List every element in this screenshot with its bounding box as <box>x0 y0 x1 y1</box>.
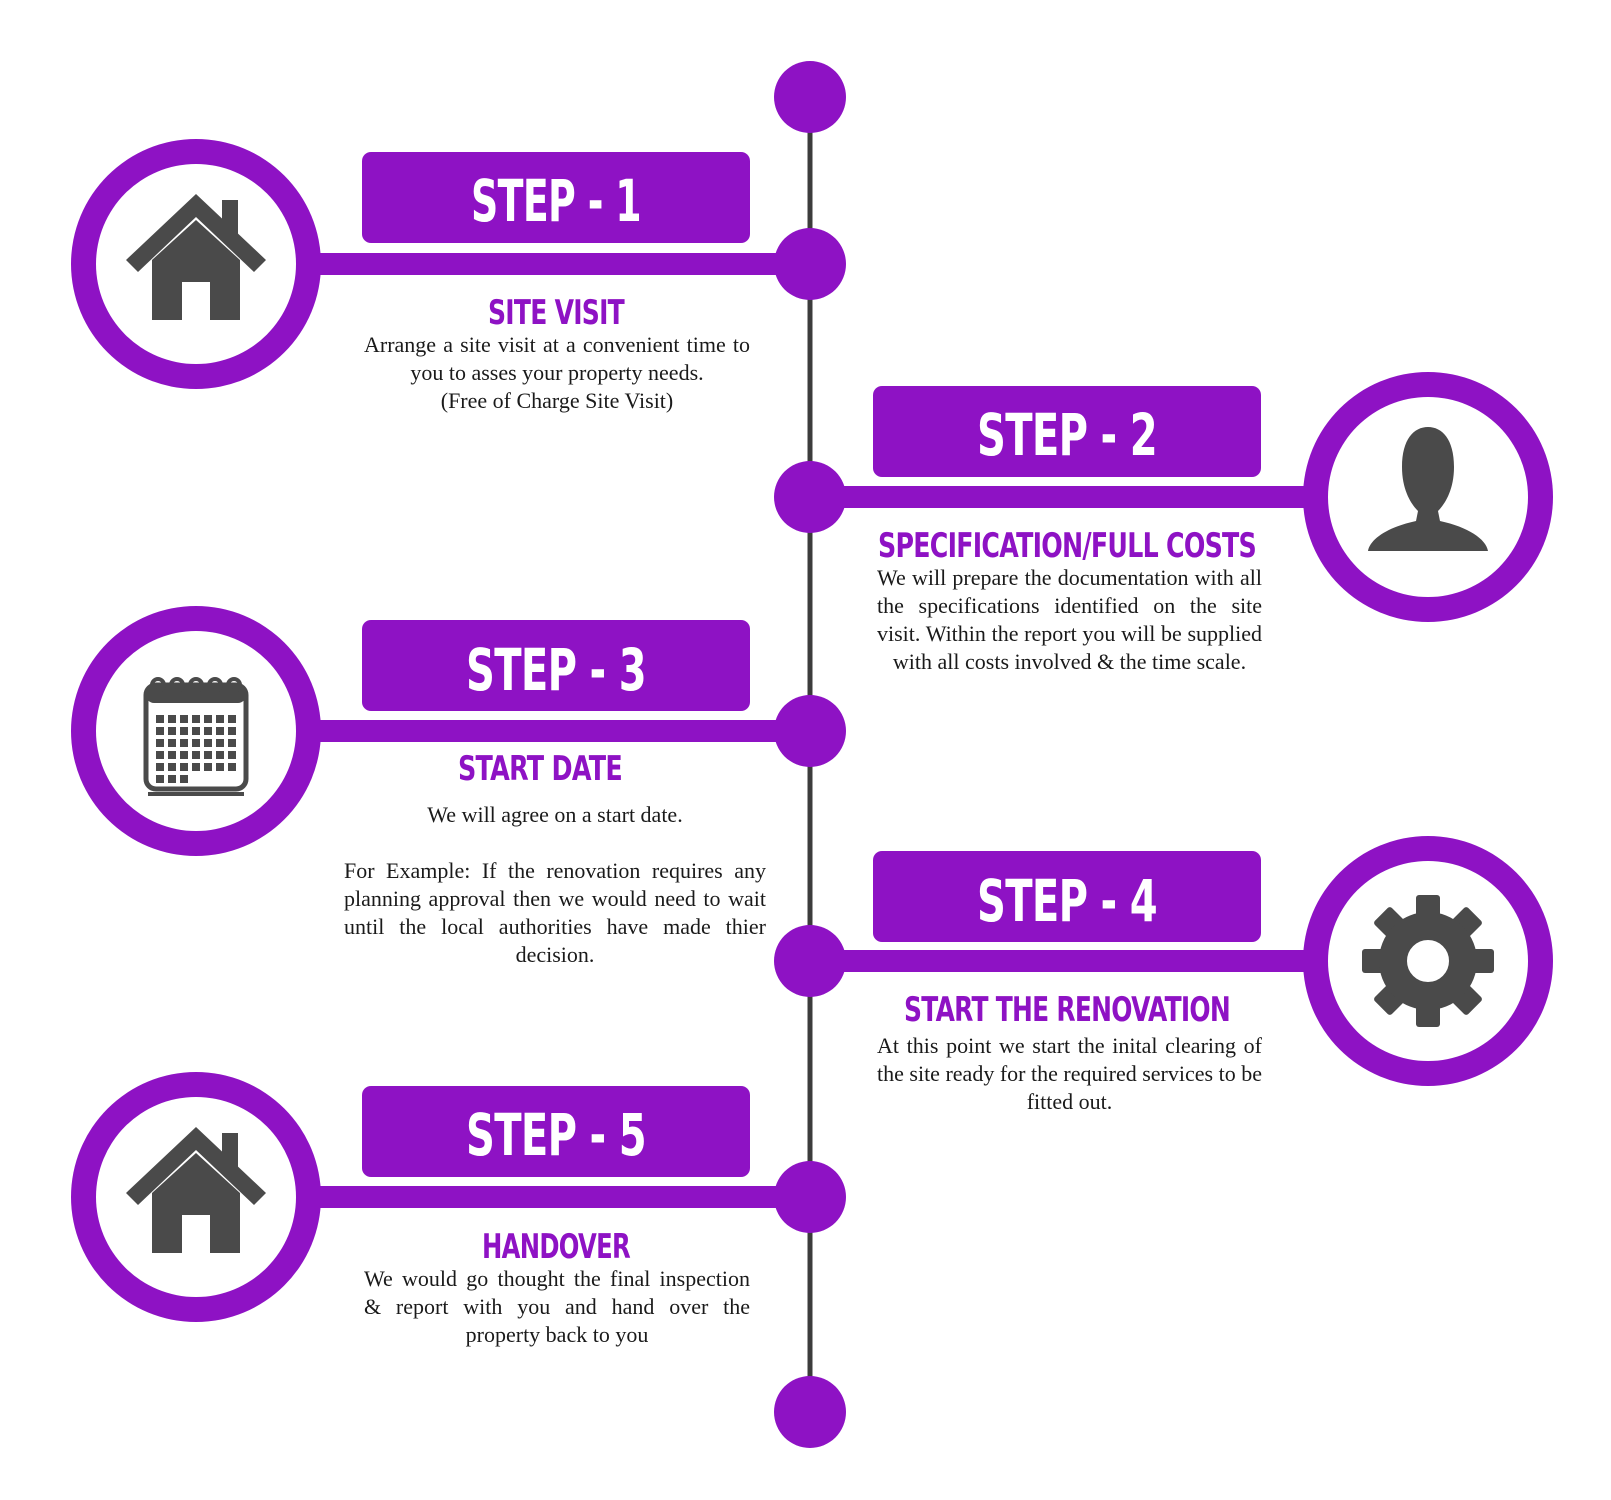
step-5-title: HANDOVER <box>482 1227 631 1267</box>
step-5-label: STEP - 5 <box>466 1101 646 1169</box>
step-3-description-text: We will agree on a start date. <box>427 802 683 827</box>
step-5-description-text: We would go thought the final inspection… <box>364 1266 750 1347</box>
step-3-description-example: For Example: If the renovation requires … <box>344 858 766 967</box>
step-4-icon-disc <box>1328 861 1528 1061</box>
step-2-connector <box>810 486 1330 508</box>
step-3: STEP - 3 START DATE <box>71 606 846 856</box>
step-2-node <box>774 461 846 533</box>
step-1-connector <box>300 253 810 275</box>
step-1: STEP - 1 SITE VISIT <box>71 139 846 389</box>
step-1-label: STEP - 1 <box>471 167 641 235</box>
step-5-description: We would go thought the final inspection… <box>364 1265 750 1349</box>
step-4-title: START THE RENOVATION <box>904 990 1230 1030</box>
timeline-end-dot <box>774 1376 846 1448</box>
step-1-title: SITE VISIT <box>488 293 625 333</box>
step-4-node <box>774 925 846 997</box>
step-5: STEP - 5 HANDOVER <box>71 1072 846 1322</box>
step-1-node <box>774 228 846 300</box>
step-2-label: STEP - 2 <box>977 401 1157 469</box>
step-3-node <box>774 695 846 767</box>
step-5-node <box>774 1161 846 1233</box>
step-4-connector <box>810 950 1330 972</box>
step-4-description-text: At this point we start the inital cleari… <box>877 1033 1262 1114</box>
step-5-connector <box>300 1186 810 1208</box>
step-1-description: Arrange a site visit at a convenient tim… <box>364 331 750 415</box>
step-2: STEP - 2 SPECIFICATION/FULL COSTS <box>774 372 1553 622</box>
step-1-description-note: (Free of Charge Site Visit) <box>440 388 674 413</box>
step-4: STEP - 4 START THE RENOVATION <box>774 836 1553 1086</box>
step-2-title: SPECIFICATION/FULL COSTS <box>878 526 1256 566</box>
paragraph-gap <box>344 829 766 857</box>
step-3-connector <box>300 720 810 742</box>
step-4-label: STEP - 4 <box>977 867 1157 935</box>
step-2-label-box <box>873 386 1261 477</box>
step-2-description: We will prepare the documentation with a… <box>877 564 1262 676</box>
timeline-start-dot <box>774 61 846 133</box>
step-4-label-box <box>873 851 1261 942</box>
step-3-label: STEP - 3 <box>466 636 646 704</box>
step-4-description: At this point we start the inital cleari… <box>877 1032 1262 1116</box>
step-1-description-text: Arrange a site visit at a convenient tim… <box>364 332 750 385</box>
step-2-description-text: We will prepare the documentation with a… <box>877 565 1262 674</box>
step-3-label-box <box>362 620 750 711</box>
step-3-title: START DATE <box>458 749 622 789</box>
step-3-description: We will agree on a start date. For Examp… <box>344 801 766 969</box>
step-5-label-box <box>362 1086 750 1177</box>
step-1-label-box <box>362 152 750 243</box>
